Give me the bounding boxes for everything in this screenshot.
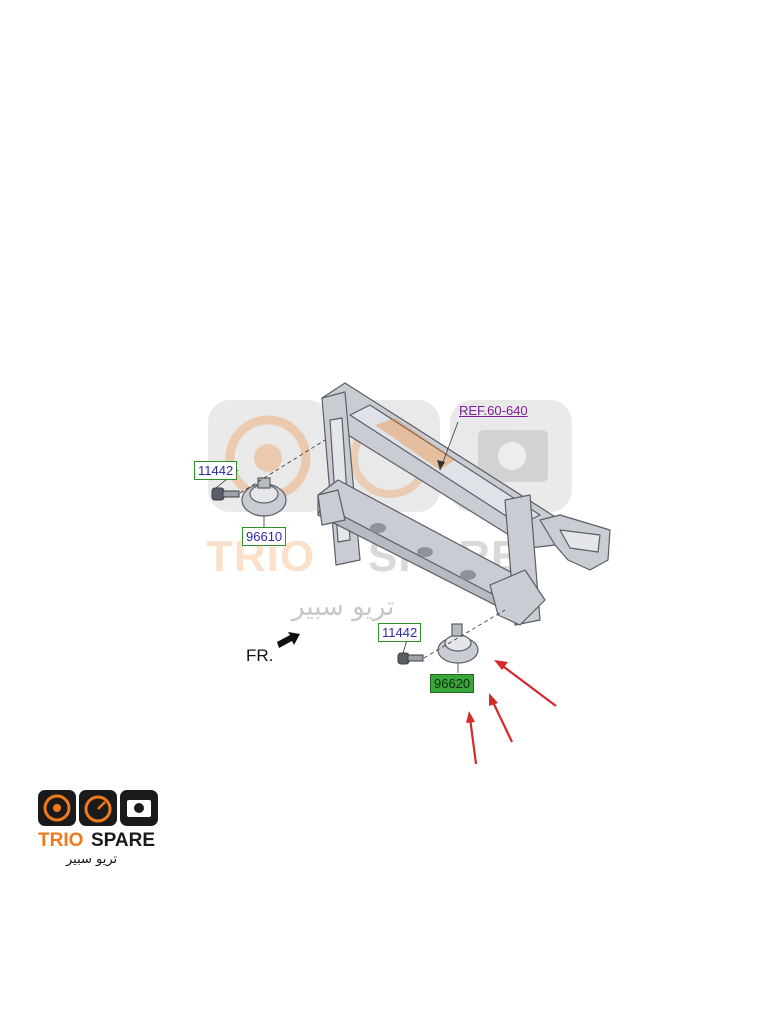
logo-trio: TRIO bbox=[38, 830, 84, 851]
bolt-right bbox=[397, 652, 424, 665]
watermark-arabic: تريو سبير bbox=[292, 592, 395, 622]
front-arrow-icon bbox=[277, 632, 300, 648]
ref-label: REF.60-640 bbox=[459, 403, 528, 418]
part-label-bolt-right: 11442 bbox=[378, 623, 422, 642]
red-arrows bbox=[466, 660, 557, 765]
part-label-horn-left: 96610 bbox=[242, 527, 287, 546]
part-label-horn-right: 96620 bbox=[430, 674, 475, 693]
watermark-engine-icon bbox=[478, 430, 548, 482]
horn-left bbox=[241, 477, 287, 517]
part-label-bolt-left: 11442 bbox=[194, 461, 238, 480]
logo-spare: SPARE bbox=[91, 830, 156, 851]
front-direction-label: FR. bbox=[246, 646, 274, 665]
bolt-left bbox=[211, 487, 240, 501]
logo-arabic: تريو سبير bbox=[66, 852, 118, 867]
